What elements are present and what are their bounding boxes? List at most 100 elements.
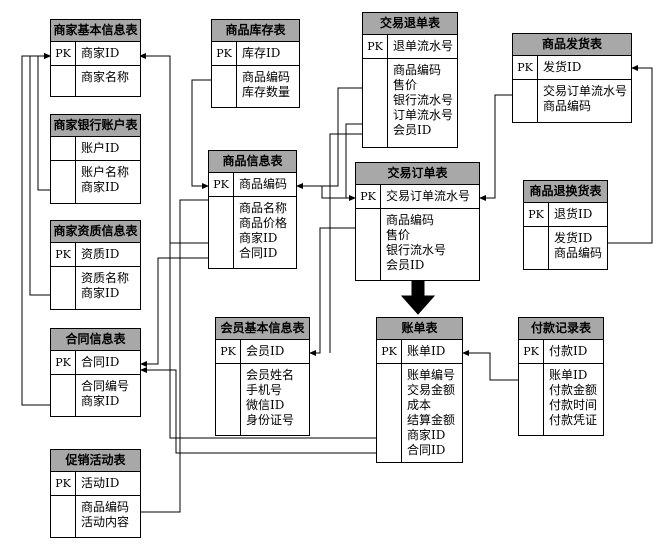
pk-row: PK 商家ID (51, 42, 140, 66)
pk-row: PK 退单流水号 (363, 35, 457, 59)
connector-bank-merchant (37, 53, 51, 191)
connector-qualification-merchant (29, 53, 51, 296)
pk-row: PK 资质ID (51, 243, 140, 267)
table-title: 商家基本信息表 (51, 20, 140, 42)
pk-row: 账户ID (51, 137, 140, 161)
connector-payment-bill (462, 350, 518, 381)
table-merchant-bank: 商家银行账户表 账户ID 账户名称 商家ID (50, 114, 141, 204)
field: 活动内容 (81, 515, 130, 529)
table-title: 付款记录表 (519, 318, 603, 340)
connector-refund-member (329, 133, 362, 353)
pk-label: PK (377, 340, 402, 363)
table-product-info: 商品信息表 PK 商品编码 商品名称 商品价格 商家ID 合同ID (208, 150, 297, 269)
field: 会员ID (386, 258, 425, 272)
table-member-info: 会员基本信息表 PK 会员ID 会员姓名 手机号 微信ID 身份证号 (215, 317, 310, 436)
field: 付款凭证 (549, 413, 598, 427)
field: 成本 (407, 398, 432, 412)
fields-row: 发货ID 商品编码 (524, 227, 607, 270)
fields-row: 商品编码 售价 银行流水号 会员ID (356, 209, 479, 281)
table-merchant-qualification: 商家资质信息表 PK 资质ID 资质名称 商家ID (50, 220, 141, 310)
table-title: 商家资质信息表 (51, 221, 140, 243)
field: 订单流水号 (393, 108, 454, 122)
table-shipping: 商品发货表 PK 发货ID 交易订单流水号 商品编码 (512, 33, 632, 123)
table-trade-order: 交易订单表 PK 交易订单流水号 商品编码 售价 银行流水号 会员ID (355, 162, 480, 281)
field: 账单编号 (407, 368, 456, 382)
pk-row: PK 会员ID (216, 340, 309, 364)
table-title: 商家银行账户表 (51, 115, 140, 137)
pk-label: PK (209, 173, 234, 196)
field: 付款时间 (549, 398, 598, 412)
pk-label: PK (524, 203, 549, 226)
table-title: 商品信息表 (209, 151, 296, 173)
field: 商品编码 (554, 246, 603, 260)
table-payment-record: 付款记录表 PK 付款ID 账单ID 付款金额 付款时间 付款凭证 (518, 317, 604, 436)
connector-return-shipping (608, 65, 653, 244)
table-title: 会员基本信息表 (216, 318, 309, 340)
fields-row: 账户名称 商家ID (51, 161, 140, 204)
pk-row: PK 交易订单流水号 (356, 185, 479, 209)
pk-label: PK (212, 42, 237, 65)
pk-field: 账户ID (81, 141, 120, 155)
field: 合同编号 (81, 379, 130, 393)
pk-row: PK 活动ID (51, 472, 140, 496)
field: 库存数量 (242, 85, 291, 99)
field: 会员ID (393, 123, 432, 137)
pk-field: 活动ID (81, 476, 120, 490)
field: 商家名称 (81, 70, 130, 84)
fields-row: 账单ID 付款金额 付款时间 付款凭证 (519, 364, 603, 436)
pk-label: PK (216, 340, 241, 363)
fields-row: 会员姓名 手机号 微信ID 身份证号 (216, 364, 309, 436)
field: 商家ID (81, 286, 120, 300)
table-title: 合同信息表 (51, 329, 140, 351)
fields-row: 资质名称 商家ID (51, 267, 140, 310)
pk-field: 交易订单流水号 (386, 189, 471, 203)
fields-row: 商品名称 商品价格 商家ID 合同ID (209, 197, 296, 269)
field: 商品编码 (81, 500, 130, 514)
field: 商品编码 (242, 70, 291, 84)
table-title: 交易订单表 (356, 163, 479, 185)
field: 账户名称 (81, 165, 130, 179)
field: 银行流水号 (393, 93, 454, 107)
table-title: 促销活动表 (51, 450, 140, 472)
connector-order-member (309, 227, 355, 356)
field: 商品编码 (386, 213, 435, 227)
fields-row: 商品编码 库存数量 (212, 66, 299, 108)
pk-row: PK 库存ID (212, 42, 299, 66)
pk-field: 资质ID (81, 247, 120, 261)
connector-bill-contract (140, 367, 376, 454)
connector-product-contract (140, 257, 208, 367)
pk-field: 账单ID (407, 344, 446, 358)
field: 合同ID (407, 443, 446, 457)
pk-field: 退单流水号 (393, 39, 454, 53)
connector-refund-order (345, 123, 362, 201)
field: 银行流水号 (386, 243, 447, 257)
pk-field: 会员ID (246, 344, 285, 358)
fields-row: 交易订单流水号 商品编码 (513, 80, 631, 123)
table-title: 商品库存表 (212, 20, 299, 42)
field: 商家ID (239, 231, 278, 245)
pk-field: 付款ID (549, 344, 588, 358)
pk-label: PK (363, 35, 388, 58)
field: 资质名称 (81, 271, 130, 285)
table-merchant-info: 商家基本信息表 PK 商家ID 商家名称 (50, 19, 141, 97)
table-return-goods: 商品退换货表 PK 退货ID 发货ID 商品编码 (523, 180, 608, 270)
field: 商家ID (407, 428, 446, 442)
pk-label: PK (513, 56, 538, 79)
table-inventory: 商品库存表 PK 库存ID 商品编码 库存数量 (211, 19, 300, 108)
field: 交易订单流水号 (543, 84, 628, 98)
pk-field: 库存ID (242, 46, 281, 60)
pk-label: PK (51, 472, 76, 495)
pk-label: PK (51, 243, 76, 266)
connector-contract-merchant (21, 53, 51, 406)
pk-row: PK 退货ID (524, 203, 607, 227)
connector-bill-merchant (169, 56, 376, 439)
fields-row: 商品编码 售价 银行流水号 订单流水号 会员ID (363, 59, 457, 148)
pk-field: 合同ID (81, 355, 120, 369)
field: 商品价格 (239, 216, 288, 230)
pk-field: 退货ID (554, 207, 593, 221)
table-refund-order: 交易退单表 PK 退单流水号 商品编码 售价 银行流水号 订单流水号 会员ID (362, 12, 458, 148)
field: 售价 (386, 228, 411, 242)
field: 商家ID (81, 180, 120, 194)
connector-refund-product (297, 87, 362, 187)
